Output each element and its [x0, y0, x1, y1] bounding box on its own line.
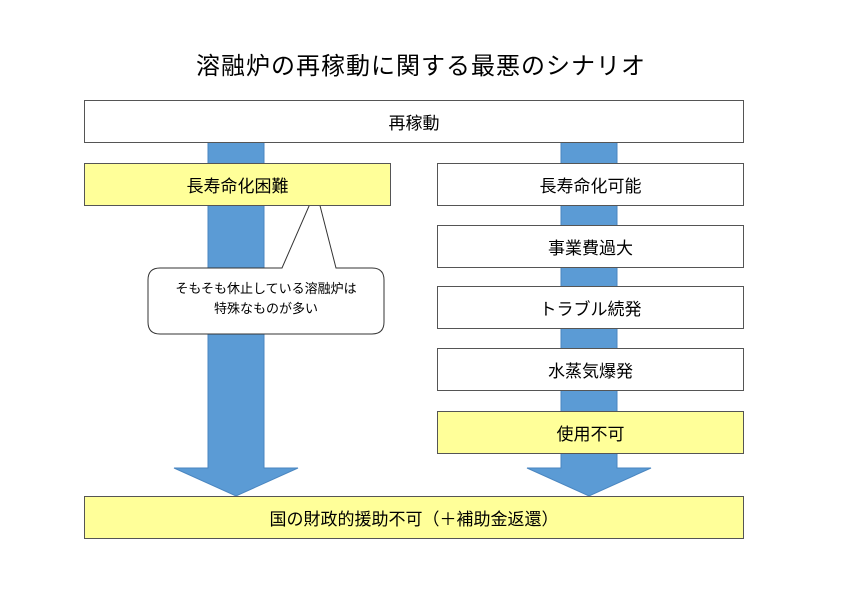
repeated-trouble-label: トラブル続発	[539, 300, 642, 320]
steam-explosion-label: 水蒸気爆発	[548, 362, 633, 382]
no-subsidy-label: 国の財政的援助不可（＋補助金返還）	[269, 510, 559, 530]
life-extension-possible-label: 長寿命化可能	[539, 177, 642, 197]
no-subsidy-box: 国の財政的援助不可（＋補助金返還）	[84, 496, 744, 539]
callout-bubble	[147, 188, 385, 335]
callout-line-1: そもそも休止している溶融炉は	[175, 282, 357, 297]
callout-text: そもそも休止している溶融炉は 特殊なものが多い	[148, 280, 384, 320]
restart-label: 再稼動	[388, 114, 440, 134]
restart-box: 再稼動	[84, 100, 744, 143]
callout-line-2: 特殊なものが多い	[213, 302, 318, 317]
life-extension-difficult-label: 長寿命化困難	[186, 177, 289, 197]
excessive-cost-box: 事業費過大	[437, 225, 744, 268]
life-extension-difficult-box: 長寿命化困難	[84, 163, 391, 206]
life-extension-possible-box: 長寿命化可能	[437, 163, 744, 206]
page-title: 溶融炉の再稼動に関する最悪のシナリオ	[196, 52, 646, 80]
unusable-label: 使用不可	[556, 425, 625, 445]
excessive-cost-label: 事業費過大	[548, 239, 633, 259]
repeated-trouble-box: トラブル続発	[437, 286, 744, 329]
steam-explosion-box: 水蒸気爆発	[437, 348, 744, 391]
unusable-box: 使用不可	[437, 411, 744, 454]
